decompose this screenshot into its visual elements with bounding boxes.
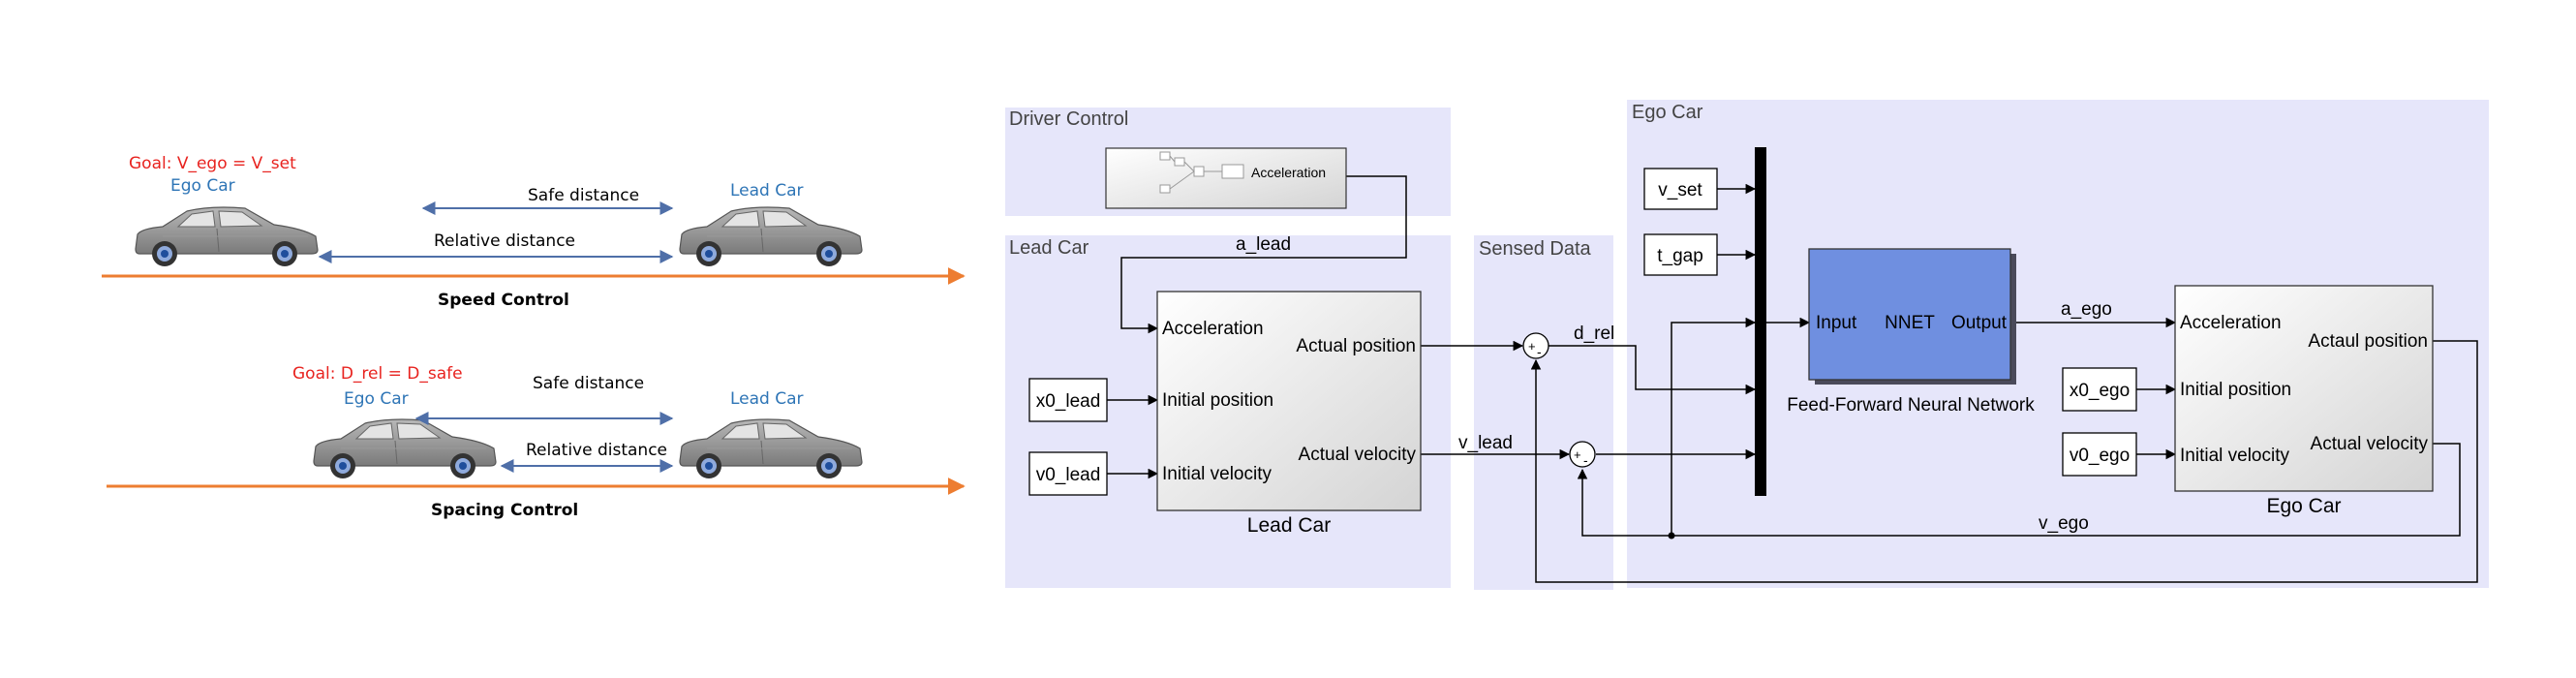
lead-in-acceleration: Acceleration <box>1162 319 1264 339</box>
v0-ego-label: v0_ego <box>2070 446 2130 466</box>
lead-out-actual-velocity: Actual velocity <box>1299 445 1417 465</box>
sensed-data-area <box>1474 235 1613 590</box>
driver-control-block[interactable]: Acceleration <box>1105 147 1347 209</box>
speed-lead-label: Lead Car <box>730 181 804 200</box>
sensed-data-area-title: Sensed Data <box>1479 238 1592 260</box>
lead-in-initial-position: Initial position <box>1162 390 1273 411</box>
nnet-input-port: Input <box>1816 313 1857 333</box>
speed-control-scene: Goal: V_ego = V_set Ego Car Lead Car Saf… <box>102 154 966 310</box>
lead-car-block-name: Lead Car <box>1247 514 1331 537</box>
sum1-sign-plus: + <box>1528 339 1536 354</box>
ego-out-actual-position: Actaul position <box>2308 331 2428 352</box>
ego-in-initial-position: Initial position <box>2180 380 2291 400</box>
ego-position-feedback-line <box>1530 340 2478 583</box>
speed-ego-car <box>135 206 319 267</box>
ego-in-acceleration: Acceleration <box>2180 313 2282 333</box>
spacing-lead-label: Lead Car <box>730 389 804 409</box>
driver-acceleration-port: Acceleration <box>1251 165 1326 180</box>
a-lead-signal-label: a_lead <box>1236 234 1291 255</box>
v-ego-branch-line <box>1671 317 1757 536</box>
speed-lead-car <box>679 206 863 267</box>
t-gap-constant[interactable]: t_gap <box>1643 233 1718 276</box>
driver-control-area-title: Driver Control <box>1009 108 1128 130</box>
spacing-ego-label: Ego Car <box>344 389 409 409</box>
v0-lead-constant[interactable]: v0_lead <box>1028 451 1108 496</box>
sum2-sign-plus: + <box>1574 447 1581 462</box>
ego-out-actual-velocity: Actual velocity <box>2311 434 2429 454</box>
d-rel-line <box>1549 345 1757 395</box>
x0-ego-constant[interactable]: x0_ego <box>2062 367 2137 412</box>
x0-lead-label: x0_lead <box>1036 391 1101 412</box>
v-ego-signal-label: v_ego <box>2039 513 2089 534</box>
spacing-safe-distance-label: Safe distance <box>533 374 644 393</box>
a-ego-signal-label: a_ego <box>2061 299 2112 320</box>
speed-ego-label: Ego Car <box>170 176 235 196</box>
x0-ego-label: x0_ego <box>2070 381 2130 401</box>
lead-in-initial-velocity: Initial velocity <box>1162 464 1272 484</box>
v0-lead-label: v0_lead <box>1036 465 1101 485</box>
v-set-constant[interactable]: v_set <box>1643 168 1718 210</box>
mux-block[interactable] <box>1755 147 1766 496</box>
spacing-lead-car <box>679 418 863 479</box>
speed-control-caption: Speed Control <box>438 291 569 310</box>
speed-relative-distance-label: Relative distance <box>434 231 575 251</box>
branch-point <box>1668 532 1675 539</box>
spacing-control-caption: Spacing Control <box>431 501 578 520</box>
ego-car-block-name: Ego Car <box>2266 495 2341 517</box>
lead-out-actual-position: Actual position <box>1296 336 1416 356</box>
a-lead-line <box>1120 175 1407 334</box>
d-rel-signal-label: d_rel <box>1574 324 1614 344</box>
sum2-sign-minus: - <box>1583 452 1588 468</box>
spacing-relative-distance-label: Relative distance <box>526 441 667 460</box>
lead-car-area-title: Lead Car <box>1009 237 1089 259</box>
v-set-label: v_set <box>1658 180 1702 200</box>
v-lead-signal-label: v_lead <box>1458 433 1513 453</box>
v0-ego-constant[interactable]: v0_ego <box>2062 432 2137 477</box>
t-gap-label: t_gap <box>1657 246 1703 266</box>
speed-goal-text: Goal: V_ego = V_set <box>129 154 296 173</box>
nnet-output-port: Output <box>1951 313 2008 333</box>
sum-relative-velocity[interactable]: + - <box>1569 441 1596 468</box>
x0-lead-constant[interactable]: x0_lead <box>1028 378 1108 422</box>
sum-relative-distance[interactable]: + - <box>1522 332 1549 359</box>
nnet-block-name: Feed-Forward Neural Network <box>1787 395 2035 416</box>
speed-safe-distance-label: Safe distance <box>528 186 639 205</box>
nnet-block[interactable]: Input NNET Output <box>1808 248 2016 385</box>
nnet-title: NNET <box>1885 313 1935 333</box>
sum1-sign-minus: - <box>1537 344 1542 359</box>
spacing-ego-car <box>313 418 497 479</box>
v-ego-feedback-line <box>1577 443 2461 537</box>
spacing-control-scene: Goal: D_rel = D_safe Ego Car Lead Car Sa… <box>107 364 966 520</box>
ego-car-block[interactable]: Acceleration Initial position Initial ve… <box>2174 285 2434 492</box>
lead-car-block[interactable]: Acceleration Initial position Initial ve… <box>1156 291 1422 511</box>
ego-in-initial-velocity: Initial velocity <box>2180 446 2289 466</box>
signal-lines <box>1107 175 2478 583</box>
spacing-goal-text: Goal: D_rel = D_safe <box>292 364 463 384</box>
ego-car-area-title: Ego Car <box>1632 102 1703 123</box>
